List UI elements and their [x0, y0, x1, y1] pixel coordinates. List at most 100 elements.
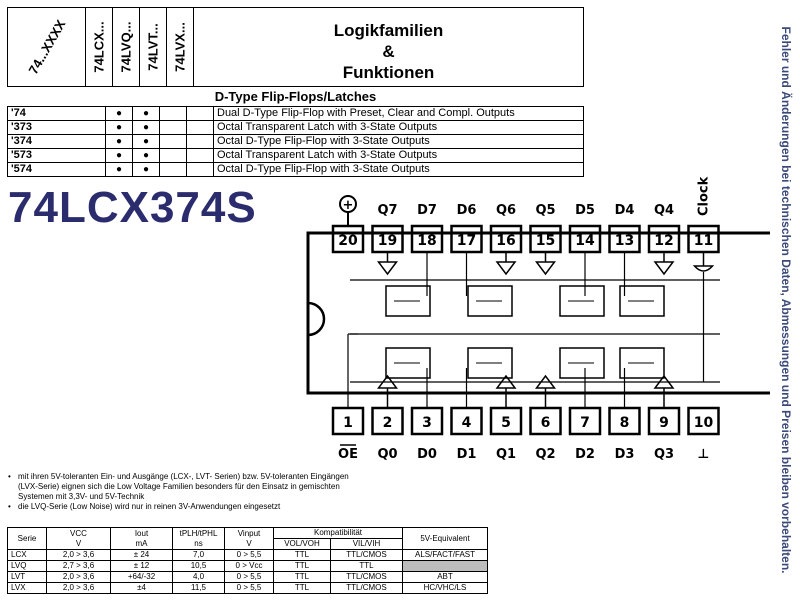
bottom-pin-number: 10	[694, 415, 714, 431]
top-pin-box	[331, 224, 365, 254]
bottom-pin-label: Q0	[377, 447, 397, 462]
function-lvt-mark	[159, 134, 187, 149]
spec-cell-vil: TTL/CMOS	[330, 549, 403, 561]
function-description: Octal D-Type Flip-Flop with 3-State Outp…	[213, 162, 584, 177]
function-lcx-mark: ●	[105, 106, 133, 121]
bottom-pin-box	[647, 406, 681, 436]
spec-cell-vol: TTL	[273, 560, 331, 572]
function-lvx-mark	[186, 120, 214, 135]
function-part: '373	[7, 120, 106, 135]
bottom-pin-number: 9	[659, 415, 669, 431]
spec-cell-tplh: 7,0	[172, 549, 225, 561]
spec-header-tplh-label: tPLH/tPHL	[179, 528, 218, 538]
column-label-lcx: 74LCX...	[91, 21, 107, 73]
function-lcx-mark: ●	[105, 162, 133, 177]
spec-cell-iout: ± 24	[110, 549, 173, 561]
flip-flop-block	[559, 285, 605, 317]
note-1: •mit ihren 5V-toleranten Ein- und Ausgän…	[8, 472, 388, 482]
function-row: '574●●Octal D-Type Flip-Flop with 3-Stat…	[7, 162, 584, 177]
function-table: '74●●Dual D-Type Flip-Flop with Preset, …	[7, 106, 584, 177]
spec-cell-tplh: 11,5	[172, 582, 225, 594]
column-label-lvx: 74LVX...	[172, 22, 188, 72]
column-lvx: 74LVX...	[167, 8, 194, 86]
function-lvt-mark	[159, 162, 187, 177]
top-pin-label: D5	[575, 203, 595, 218]
output-buffer	[653, 261, 675, 276]
spec-cell-serie: LVX	[7, 582, 47, 594]
notes-block: •mit ihren 5V-toleranten Ein- und Ausgän…	[8, 472, 388, 512]
function-lvq-mark: ●	[132, 106, 160, 121]
bottom-pin-box	[608, 406, 641, 436]
internal-logic	[347, 252, 720, 408]
spec-header-iout-label: Iout	[134, 528, 149, 538]
bottom-pin-number: 4	[462, 415, 472, 431]
ic-notch	[307, 301, 326, 337]
column-lcx: 74LCX...	[86, 8, 113, 86]
top-pin-label: D4	[615, 203, 635, 218]
top-pin-label: D6	[457, 203, 477, 218]
spec-cell-tplh: 10,5	[172, 560, 225, 572]
flip-flop-block	[467, 285, 513, 317]
top-pin-number: 16	[496, 233, 515, 249]
flip-flop-block	[619, 285, 665, 317]
function-lcx-mark: ●	[105, 134, 133, 149]
flip-flop-block	[619, 347, 665, 379]
column-lvq: 74LVQ...	[113, 8, 140, 86]
function-lvx-mark	[186, 106, 214, 121]
function-part: '74	[7, 106, 106, 121]
spec-cell-equiv: ABT	[402, 571, 488, 583]
family-header-table: 74...XXXX 74LCX... 74LVQ... 74LVT... 74L…	[7, 7, 584, 87]
bottom-pin-label: Q1	[496, 447, 516, 462]
function-lvx-mark	[186, 162, 214, 177]
column-label-lvt: 74LVT...	[145, 23, 161, 71]
ic-body	[306, 231, 770, 395]
bottom-pin-box	[568, 406, 602, 436]
spec-cell-serie: LVT	[7, 571, 47, 583]
output-buffer	[535, 261, 556, 276]
bottom-pin-label: D3	[615, 447, 635, 462]
top-pin-number: 20	[338, 233, 358, 249]
side-disclaimer-text: Fehler und Änderungen bei technischen Da…	[779, 26, 793, 574]
output-buffer	[495, 261, 517, 276]
function-lvq-mark: ●	[132, 148, 160, 163]
bottom-pin-box	[489, 406, 523, 436]
top-pin-box	[529, 224, 562, 254]
column-label-74xxxx: 74...XXXX	[25, 17, 68, 77]
top-pin-label: Q4	[654, 203, 674, 218]
spec-header-vol: VOL/VOH	[273, 538, 331, 550]
bullet-1: •	[8, 472, 11, 481]
spec-cell-vcc: 2,0 > 3,6	[46, 582, 111, 594]
bottom-pin-box	[687, 406, 720, 436]
bottom-pin-label: D1	[457, 447, 477, 462]
bottom-pin-box	[331, 406, 365, 436]
spec-header-equiv: 5V-Equivalent	[402, 527, 488, 550]
column-lvt: 74LVT...	[140, 8, 167, 86]
spec-cell-equiv: ALS/FACT/FAST	[402, 549, 488, 561]
flip-flop-block	[385, 347, 431, 379]
bottom-pin-number: 6	[541, 415, 551, 431]
top-pin-box	[450, 224, 483, 254]
bottom-pin-box	[410, 406, 444, 436]
top-pin-label: Q7	[377, 203, 397, 218]
spec-cell-vol: TTL	[273, 582, 331, 594]
bottom-pin-label: Q2	[535, 447, 555, 462]
top-pin-number: 12	[654, 233, 673, 249]
top-pin-label: Q5	[535, 203, 555, 218]
spec-cell-vil: TTL	[330, 560, 403, 572]
header-title-line3: Funktionen	[342, 63, 435, 82]
top-pin-number: 17	[457, 233, 476, 249]
bottom-pin-label: OE	[338, 447, 358, 462]
spec-cell-vil: TTL/CMOS	[330, 571, 403, 583]
spec-cell-serie: LVQ	[7, 560, 47, 572]
spec-cell-iout: ±4	[110, 582, 173, 594]
header-title: Logikfamilien & Funktionen	[194, 8, 583, 86]
note-1-line3: Systemen mit 3,3V- und 5V-Technik	[18, 492, 145, 501]
flip-flop-block	[385, 285, 431, 317]
spec-cell-vol: TTL	[273, 549, 331, 561]
spec-cell-serie: LCX	[7, 549, 47, 561]
